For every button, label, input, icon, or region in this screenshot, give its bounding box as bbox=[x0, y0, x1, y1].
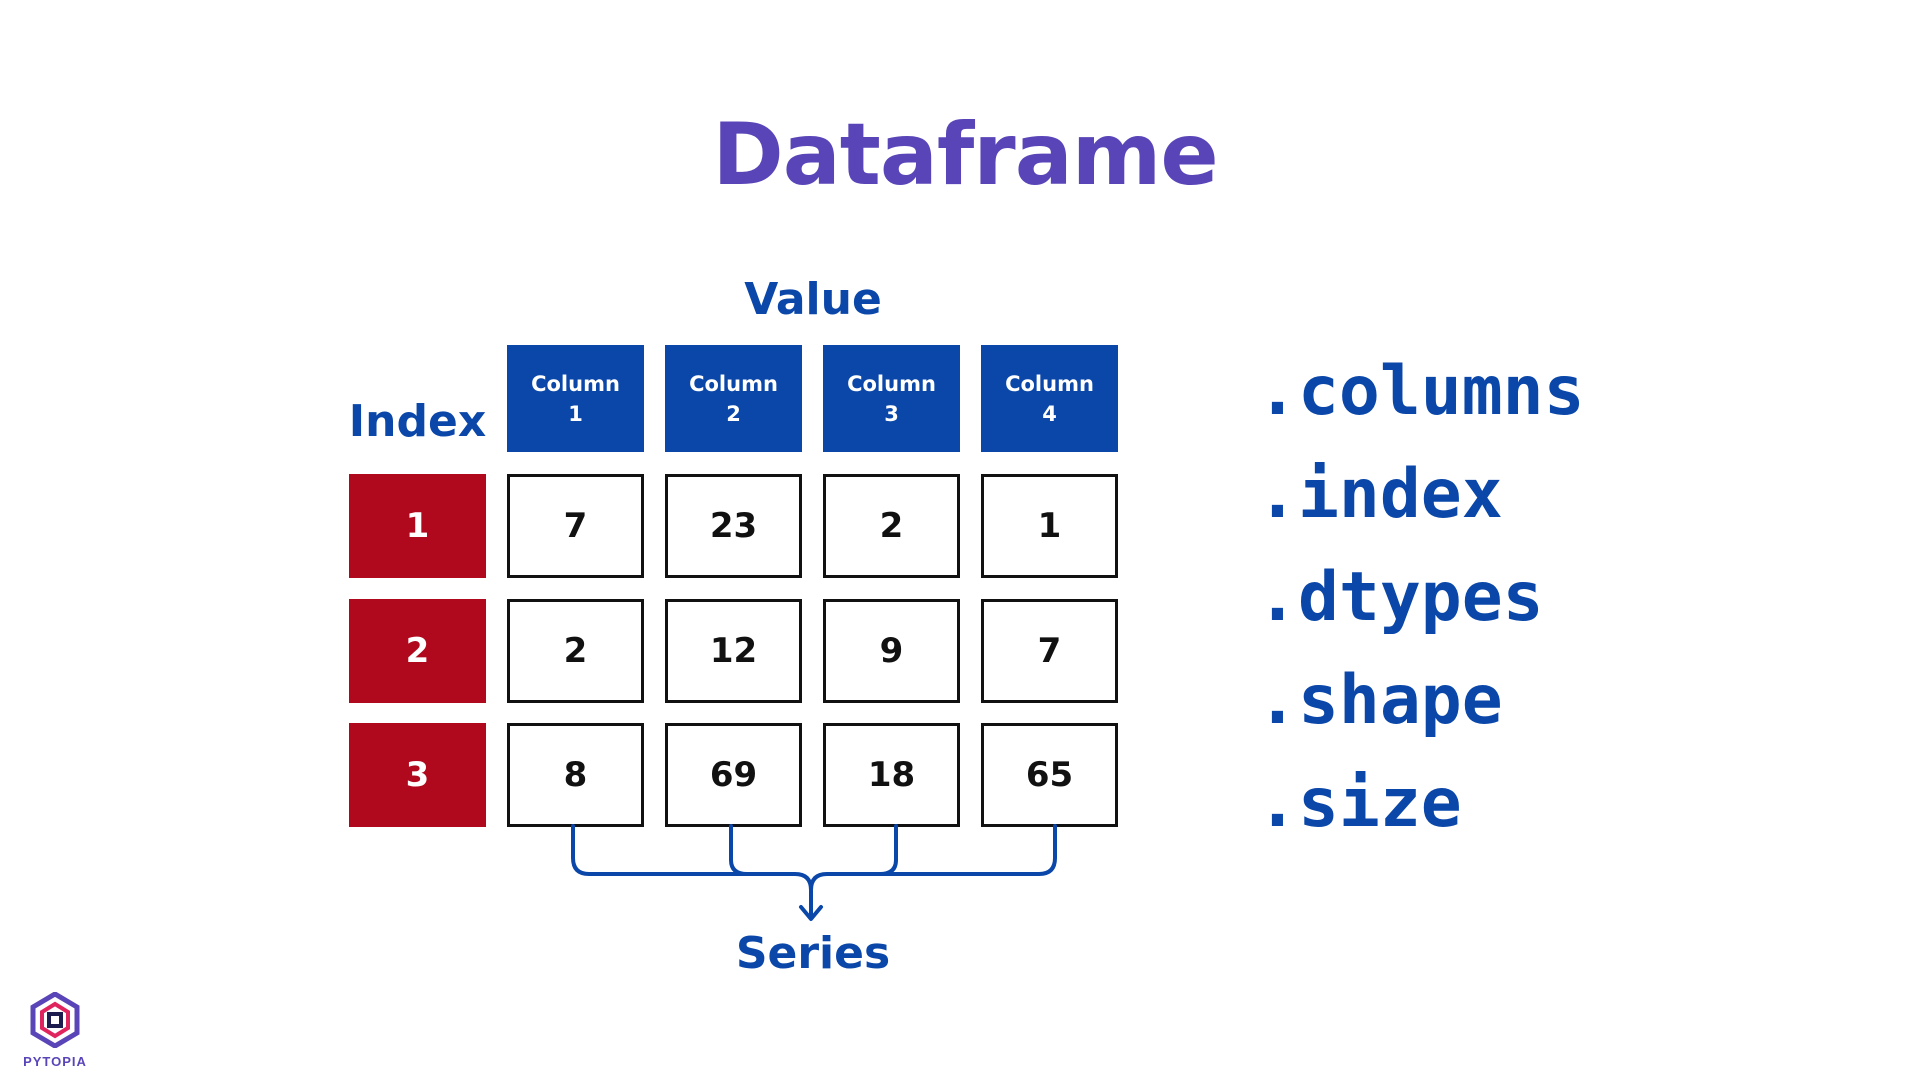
data-cell: 12 bbox=[665, 599, 802, 703]
data-cell: 2 bbox=[823, 474, 960, 578]
index-label: Index bbox=[348, 396, 487, 447]
attribute-index: .index bbox=[1257, 455, 1503, 534]
data-cell: 65 bbox=[981, 723, 1118, 827]
data-cell: 7 bbox=[981, 599, 1118, 703]
column-header-number: 2 bbox=[726, 401, 741, 426]
value-label: Value bbox=[744, 274, 882, 325]
column-header-text: Column bbox=[1005, 371, 1094, 396]
attribute-size: .size bbox=[1257, 764, 1462, 843]
data-cell: 8 bbox=[507, 723, 644, 827]
column-header-2: Column 2 bbox=[665, 345, 802, 452]
data-cell: 9 bbox=[823, 599, 960, 703]
column-header-1: Column 1 bbox=[507, 345, 644, 452]
data-cell: 69 bbox=[665, 723, 802, 827]
column-header-number: 3 bbox=[884, 401, 899, 426]
data-cell: 18 bbox=[823, 723, 960, 827]
logo-text: PYTOPIA bbox=[23, 1054, 87, 1069]
column-header-text: Column bbox=[689, 371, 778, 396]
column-header-text: Column bbox=[531, 371, 620, 396]
pytopia-hexagon-logo-icon bbox=[30, 991, 80, 1049]
column-header-text: Column bbox=[847, 371, 936, 396]
data-cell: 23 bbox=[665, 474, 802, 578]
index-cell-2: 2 bbox=[349, 599, 486, 703]
column-header-4: Column 4 bbox=[981, 345, 1118, 452]
attribute-shape: .shape bbox=[1257, 661, 1503, 740]
index-cell-1: 1 bbox=[349, 474, 486, 578]
column-header-3: Column 3 bbox=[823, 345, 960, 452]
column-header-number: 4 bbox=[1042, 401, 1057, 426]
series-label: Series bbox=[735, 928, 891, 979]
data-cell: 7 bbox=[507, 474, 644, 578]
column-header-number: 1 bbox=[568, 401, 583, 426]
attribute-dtypes: .dtypes bbox=[1257, 558, 1544, 637]
pytopia-logo: PYTOPIA bbox=[20, 991, 90, 1069]
dataframe-attribute-list: .columns .index .dtypes .shape .size bbox=[1257, 340, 1585, 855]
data-cell: 1 bbox=[981, 474, 1118, 578]
data-cell: 2 bbox=[507, 599, 644, 703]
attribute-columns: .columns bbox=[1257, 352, 1585, 431]
page-title: Dataframe bbox=[712, 105, 1218, 205]
index-cell-3: 3 bbox=[349, 723, 486, 827]
